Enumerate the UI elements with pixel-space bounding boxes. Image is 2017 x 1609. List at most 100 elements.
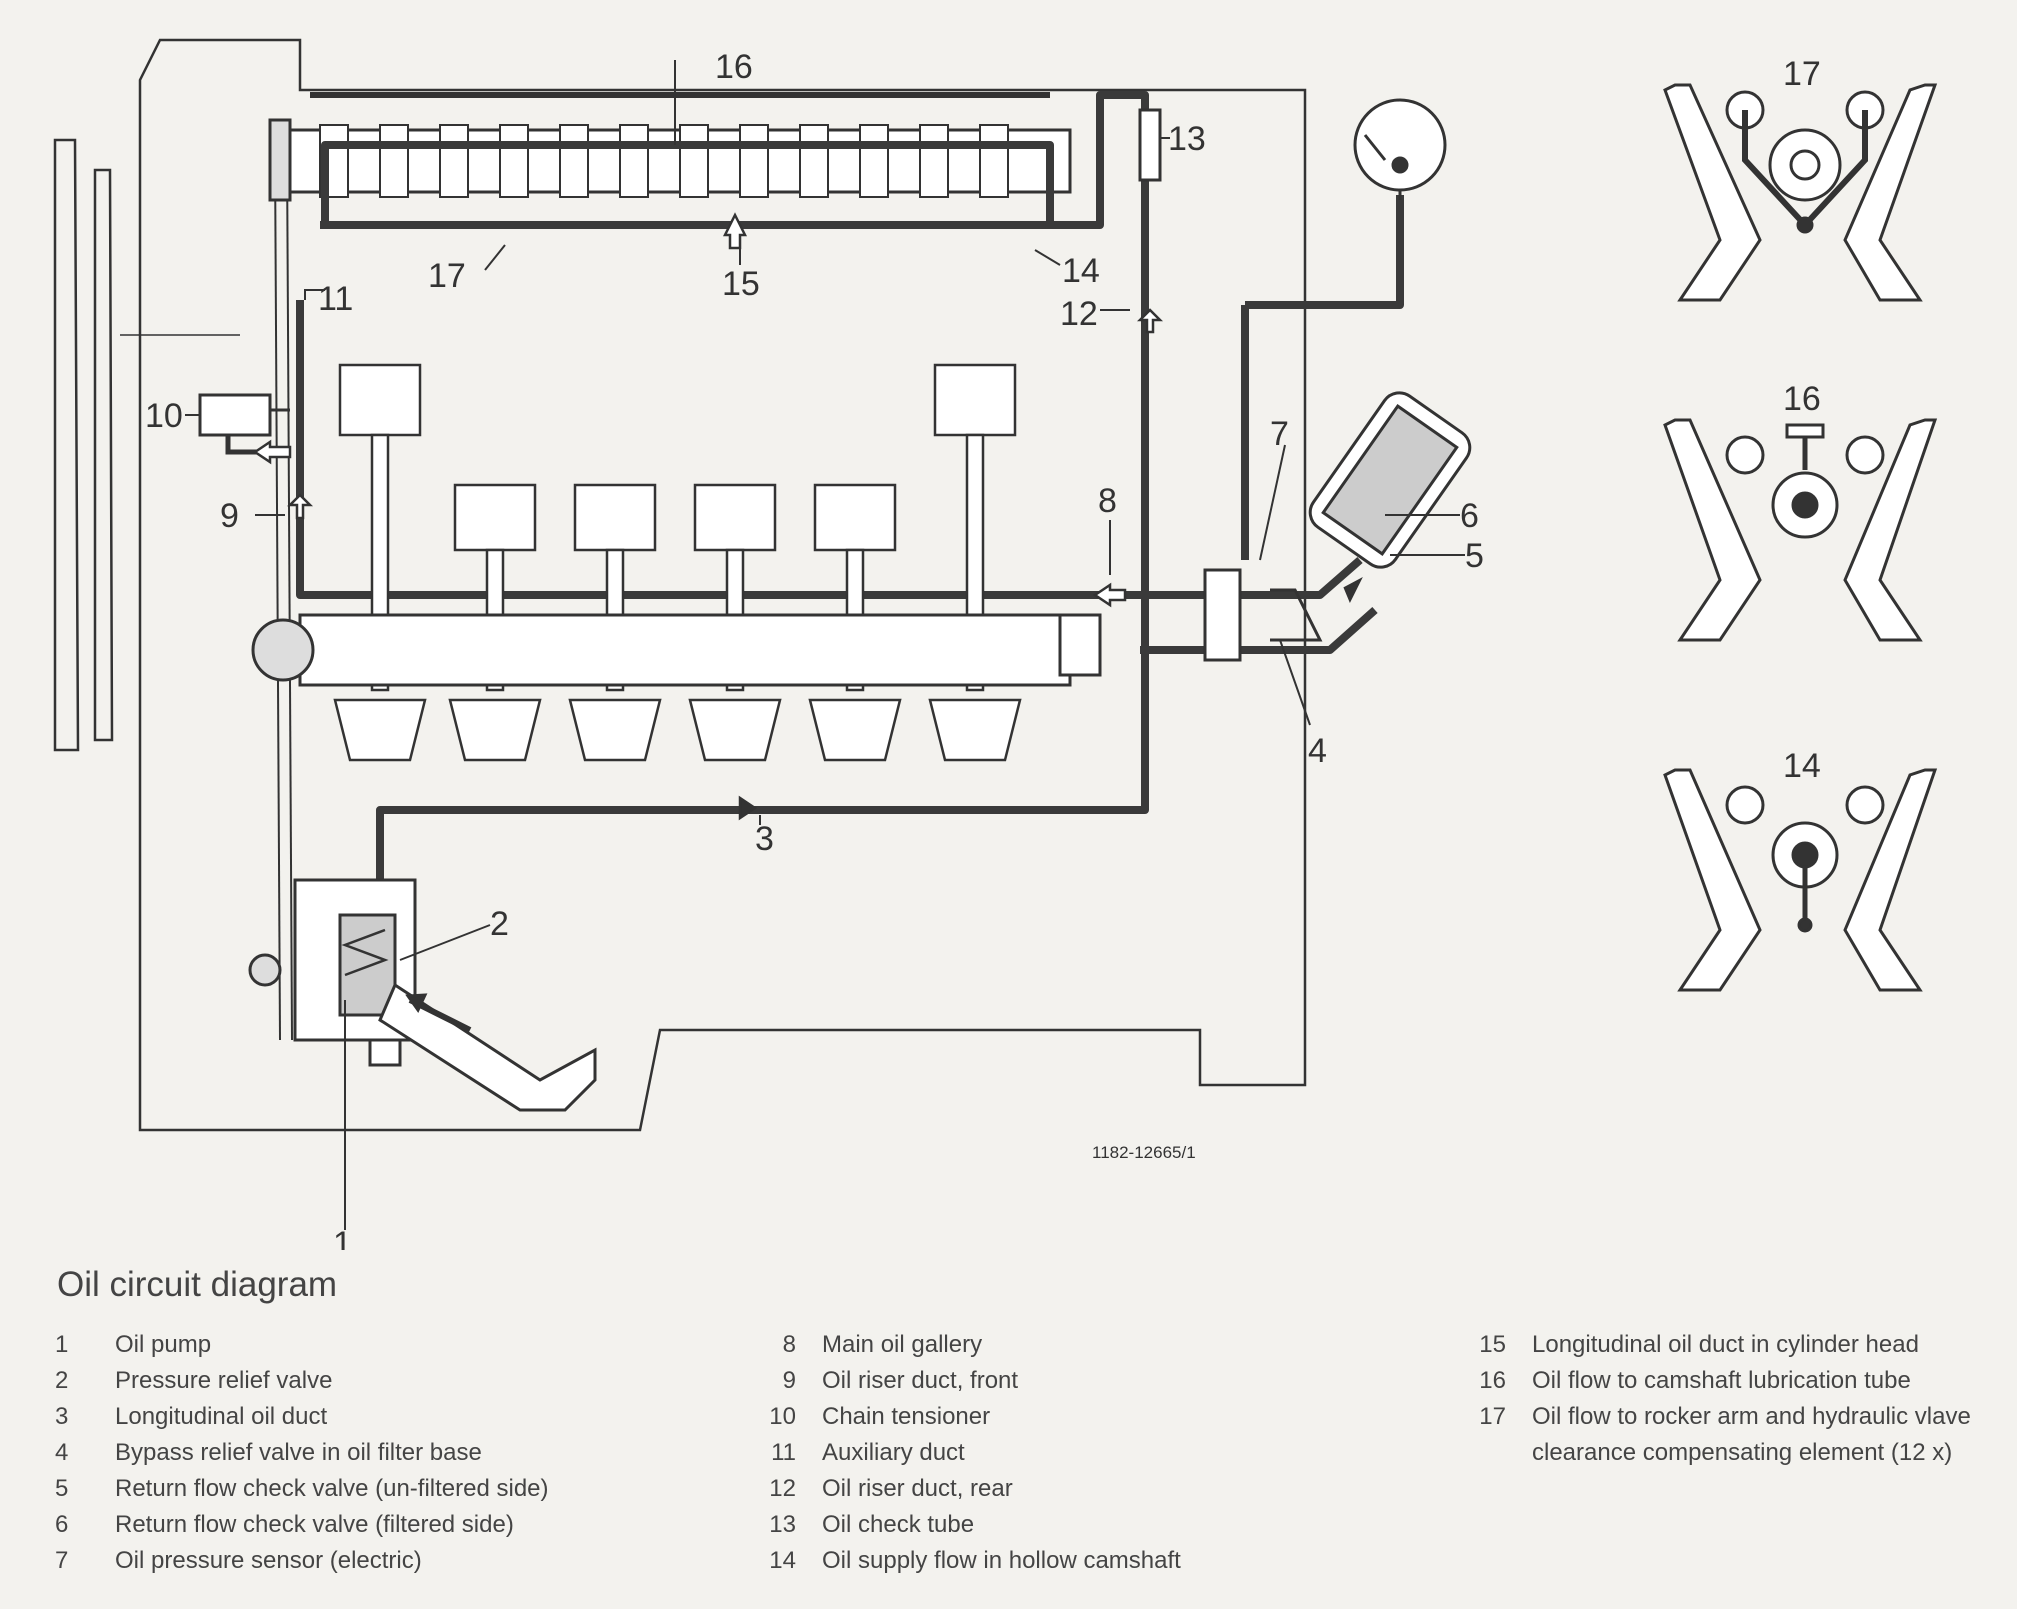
legend-column-1: 1 Oil pump 2 Pressure relief valve 3 Longit… xyxy=(55,1327,695,1579)
oil-pressure-gauge xyxy=(1353,98,1447,200)
chain-tensioner xyxy=(198,393,290,455)
legend-number: 14 xyxy=(769,1547,796,1574)
legend-item: 16 Oil flow to camshaft lubrication tube xyxy=(1470,1363,2010,1399)
legend-number: 12 xyxy=(769,1475,796,1502)
oil-circuit-drawing: 1 2 3 4 5 6 7 8 9 10 11 12 13 14 15 16 1… xyxy=(53,38,1938,1250)
legend-text: Auxiliary duct xyxy=(822,1439,965,1466)
legend-item: 2 Pressure relief valve xyxy=(55,1363,695,1399)
legend-item: 1 Oil pump xyxy=(55,1327,695,1363)
cam-lobe xyxy=(799,124,829,198)
oil-check-tube xyxy=(1138,108,1162,182)
cam-lobe xyxy=(979,124,1009,198)
rocker-detail-17 xyxy=(1663,83,1938,302)
legend-item: 12 Oil riser duct, rear xyxy=(760,1471,1360,1507)
callout-2: 2 xyxy=(490,905,509,943)
legend-number: 17 xyxy=(1479,1403,1506,1430)
legend-text: Return flow check valve (filtered side) xyxy=(115,1511,514,1538)
legend-number: 4 xyxy=(55,1439,69,1466)
legend-text: Oil flow to rocker arm and hydraulic vla… xyxy=(1532,1403,1971,1466)
cam-lobe xyxy=(619,124,649,198)
callouts: 1 2 3 4 5 6 7 8 9 10 11 12 13 14 15 16 1… xyxy=(145,48,1821,1250)
legend-item: 8 Main oil gallery xyxy=(760,1327,1360,1363)
legend-item: 17 Oil flow to rocker arm and hydraulic v… xyxy=(1470,1399,2010,1471)
callout-4: 4 xyxy=(1308,732,1327,770)
oil-pump xyxy=(248,878,597,1112)
callout-14: 14 xyxy=(1062,252,1100,290)
legend-column-2: 8 Main oil gallery 9 Oil riser duct, front… xyxy=(760,1327,1360,1579)
oil-filter xyxy=(1203,391,1472,662)
cam-lobe xyxy=(559,124,589,198)
legend-number: 9 xyxy=(782,1367,796,1394)
legend-item: 5 Return flow check valve (un-filtered si… xyxy=(55,1471,695,1507)
callout-10: 10 xyxy=(145,397,183,435)
rocker-detail-16 xyxy=(1663,418,1938,642)
legend-text: Return flow check valve (un-filtered sid… xyxy=(115,1475,549,1502)
legend-text: Longitudinal oil duct in cylinder head xyxy=(1532,1331,1919,1358)
legend-number: 5 xyxy=(55,1475,69,1502)
detail-label-14: 14 xyxy=(1783,747,1821,785)
callout-7: 7 xyxy=(1270,415,1289,453)
legend-number: 1 xyxy=(55,1331,69,1358)
cylinders xyxy=(333,363,1022,762)
rocker-detail-14 xyxy=(1663,768,1938,992)
legend-text: Pressure relief valve xyxy=(115,1367,333,1394)
callout-17: 17 xyxy=(428,257,466,295)
legend-text: Oil pressure sensor (electric) xyxy=(115,1547,422,1574)
legend-number: 6 xyxy=(55,1511,69,1538)
legend-text: Oil pump xyxy=(115,1331,212,1358)
legend-text: Longitudinal oil duct xyxy=(115,1403,328,1430)
cylinder-piston xyxy=(928,363,1022,762)
legend-number: 16 xyxy=(1479,1367,1506,1394)
callout-9: 9 xyxy=(220,497,239,535)
legend-number: 7 xyxy=(55,1547,69,1574)
crankshaft xyxy=(251,613,1102,687)
cam-lobe xyxy=(859,124,889,198)
legend-text: Bypass relief valve in oil filter base xyxy=(115,1439,482,1466)
callout-3: 3 xyxy=(755,820,774,858)
legend-item: 14 Oil supply flow in hollow camshaft xyxy=(760,1543,1360,1579)
callout-1: 1 xyxy=(333,1225,352,1250)
cam-lobe xyxy=(679,124,709,198)
callout-12: 12 xyxy=(1060,295,1098,333)
callout-6: 6 xyxy=(1460,497,1479,535)
callout-11: 11 xyxy=(318,280,353,318)
legend-number: 3 xyxy=(55,1403,69,1430)
engine-block-outline xyxy=(138,38,1307,1132)
callout-15: 15 xyxy=(722,265,760,303)
legend-text: Main oil gallery xyxy=(822,1331,983,1358)
cam-lobe xyxy=(499,124,529,198)
cam-lobe xyxy=(739,124,769,198)
legend-text: Chain tensioner xyxy=(822,1403,991,1430)
legend-text: Oil flow to camshaft lubrication tube xyxy=(1532,1367,1911,1394)
legend-number: 10 xyxy=(769,1403,796,1430)
cylinder-piston xyxy=(333,363,427,762)
legend-number: 15 xyxy=(1479,1331,1506,1358)
legend-item: 3 Longitudinal oil duct xyxy=(55,1399,695,1435)
detail-label-17: 17 xyxy=(1783,55,1821,93)
legend-number: 8 xyxy=(782,1331,796,1358)
callout-5: 5 xyxy=(1465,537,1484,575)
caption-title: Oil circuit diagram xyxy=(57,1265,338,1304)
callout-8: 8 xyxy=(1098,482,1117,520)
legend-text: Oil supply flow in hollow camshaft xyxy=(822,1547,1181,1574)
legend-text: Oil riser duct, front xyxy=(822,1367,1019,1394)
cam-lobe xyxy=(379,124,409,198)
legend-item: 9 Oil riser duct, front xyxy=(760,1363,1360,1399)
legend-item: 15 Longitudinal oil duct in cylinder head xyxy=(1470,1327,2010,1363)
cam-lobe xyxy=(919,124,949,198)
legend-item: 7 Oil pressure sensor (electric) xyxy=(55,1543,695,1579)
callout-16: 16 xyxy=(715,48,753,86)
flow-arrows xyxy=(252,212,1363,821)
legend-item: 6 Return flow check valve (filtered side) xyxy=(55,1507,695,1543)
legend-item: 4 Bypass relief valve in oil filter base xyxy=(55,1435,695,1471)
cam-lobe xyxy=(439,124,469,198)
legend-number: 2 xyxy=(55,1367,69,1394)
legend-number: 13 xyxy=(769,1511,796,1538)
legend-item: 10 Chain tensioner xyxy=(760,1399,1360,1435)
legend-text: Oil riser duct, rear xyxy=(822,1475,1013,1502)
oil-ducts xyxy=(296,91,1404,900)
legend-column-3: 15 Longitudinal oil duct in cylinder head… xyxy=(1470,1327,2010,1471)
callout-13: 13 xyxy=(1168,120,1206,158)
